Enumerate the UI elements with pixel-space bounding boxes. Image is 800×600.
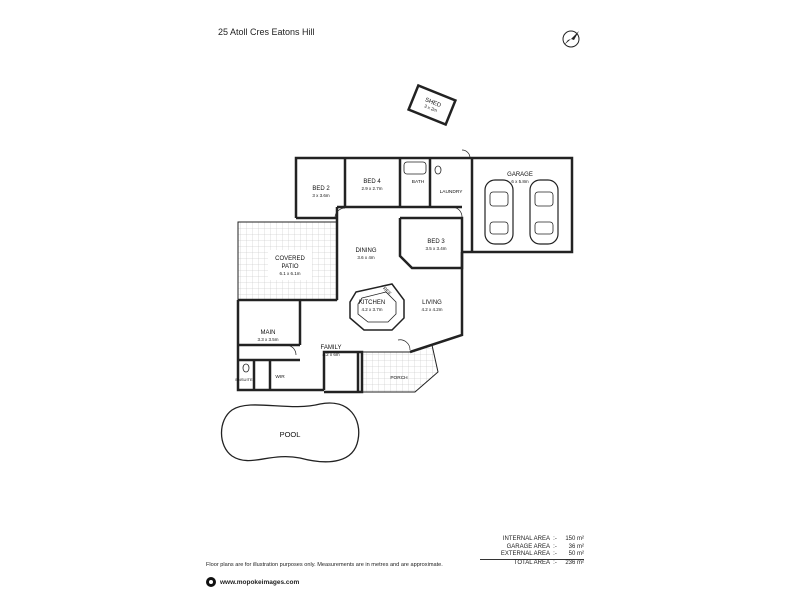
- bathtub: [403, 161, 427, 175]
- footer: www.mopokeimages.com: [206, 577, 299, 587]
- living-label: LIVING: [422, 300, 442, 306]
- shed-size: 3 x 2m: [423, 103, 438, 113]
- area-value: 236 m²: [565, 559, 584, 566]
- dining-size: 3.6 x 4m: [357, 255, 375, 260]
- laundry-label: LAUNDRY: [440, 189, 464, 195]
- area-value: 150 m²: [565, 536, 584, 542]
- garage-label: GARAGE: [507, 172, 533, 178]
- area-sep: :-: [553, 551, 557, 558]
- garage-car-right: [529, 179, 559, 245]
- area-row-total: TOTAL AREA :- 236 m²: [480, 558, 584, 568]
- patio-size: 6.1 x 6.1m: [279, 271, 300, 276]
- bed2-size: 3 x 3.6m: [312, 193, 330, 198]
- house-walls: [236, 156, 574, 394]
- compass-north-icon: [562, 30, 580, 48]
- bed3-size: 3.5 x 3.4m: [425, 246, 446, 251]
- porch: [361, 344, 439, 393]
- area-row-garage: GARAGE AREA :- 36 m²: [480, 544, 584, 552]
- property-address: 25 Atoll Cres Eatons Hill: [218, 27, 315, 37]
- bath-label: BATH: [412, 179, 425, 185]
- area-label: EXTERNAL AREA: [500, 551, 550, 558]
- dining-label: DINING: [356, 248, 377, 254]
- kitchen-label: KITCHEN: [359, 300, 385, 306]
- area-label: GARAGE AREA: [506, 543, 550, 550]
- area-label: INTERNAL AREA: [502, 536, 550, 542]
- area-summary: INTERNAL AREA :- 150 m² GARAGE AREA :- 3…: [480, 536, 584, 567]
- area-value: 50 m²: [568, 551, 584, 558]
- bed3-label: BED 3: [427, 239, 445, 245]
- area-value: 36 m²: [568, 543, 584, 550]
- pool-label: POOL: [280, 430, 301, 439]
- door-swings: [285, 149, 471, 356]
- pool: [220, 402, 360, 463]
- mopoke-logo-icon: [206, 577, 216, 587]
- garage-car-left: [484, 179, 514, 245]
- area-label: TOTAL AREA: [513, 559, 550, 566]
- patio-label-2: PATIO: [281, 264, 298, 270]
- main-label: MAIN: [261, 330, 276, 336]
- area-row-external: EXTERNAL AREA :- 50 m²: [480, 551, 584, 559]
- bed2-label: BED 2: [312, 186, 330, 192]
- garage-size: 6 x 5.8m: [511, 179, 529, 184]
- area-sep: :-: [553, 536, 557, 542]
- toilet: [434, 165, 442, 175]
- ref-label: REF: [381, 286, 392, 297]
- patio-label-1: COVERED: [275, 256, 305, 262]
- ensuite-toilet: [242, 363, 250, 373]
- patio-label-bg: [268, 250, 312, 280]
- family-size: 4.2 x 6m: [322, 352, 340, 357]
- porch-label: PORCH: [390, 375, 408, 381]
- website-link[interactable]: www.mopokeimages.com: [220, 578, 300, 586]
- disclaimer-text: Floor plans are for illustration purpose…: [206, 562, 443, 568]
- main-size: 3.3 x 3.5m: [257, 337, 278, 342]
- ensuite-label: ENSUITE: [235, 377, 253, 382]
- kitchen-size: 4.2 x 3.7m: [361, 307, 382, 312]
- area-sep: :-: [553, 559, 557, 566]
- wir-label: WIR: [275, 374, 285, 380]
- bed4-size: 2.9 x 2.7m: [361, 186, 382, 191]
- family-label: FAMILY: [321, 345, 342, 351]
- area-sep: :-: [553, 543, 557, 550]
- shed: SHED 3 x 2m: [406, 83, 458, 127]
- area-row-internal: INTERNAL AREA :- 150 m²: [480, 536, 584, 544]
- living-size: 4.2 x 4.2m: [421, 307, 442, 312]
- bed4-label: BED 4: [363, 179, 381, 185]
